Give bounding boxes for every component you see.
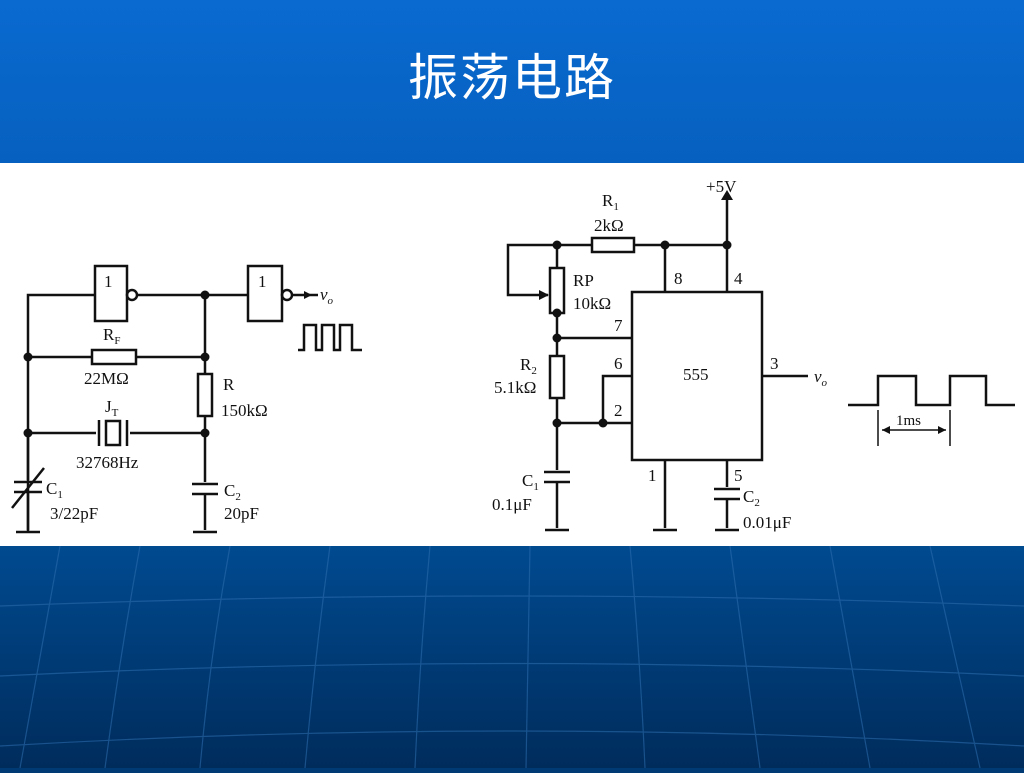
- background-footer: [0, 545, 1024, 769]
- pin-6: 6: [614, 354, 623, 373]
- right-c2-label: C2: [743, 487, 760, 509]
- chip-label: 555: [683, 365, 709, 384]
- resistor-r1: [590, 236, 636, 254]
- pin-4: 4: [734, 269, 743, 288]
- pin-7: 7: [614, 316, 623, 335]
- r2-value: 5.1kΩ: [494, 378, 536, 397]
- circuit-diagrams: 1 1 vo RF 22MΩ JT 32768Hz R 150kΩ C1 3/2…: [11, 177, 1015, 534]
- right-555-circuit: [506, 198, 1015, 532]
- period-label: 1ms: [896, 413, 921, 429]
- right-output-waveform: [848, 374, 1015, 407]
- crystal-jt: [104, 419, 122, 447]
- pin-8: 8: [674, 269, 683, 288]
- potentiometer-rp: [548, 266, 566, 315]
- r1-value: 2kΩ: [594, 216, 624, 235]
- decorative-grid-lines: [0, 545, 1024, 769]
- pin-5: 5: [734, 466, 743, 485]
- supply-label: +5V: [706, 177, 737, 196]
- resistor-r2: [548, 354, 566, 400]
- title-bar: 振荡电路: [0, 0, 1024, 163]
- rp-label: RP: [573, 271, 594, 290]
- c1-label: C1: [46, 479, 63, 501]
- left-output-label: vo: [320, 285, 334, 307]
- r1-label: R1: [602, 191, 619, 213]
- pin-3: 3: [770, 354, 779, 373]
- right-output-label: vo: [814, 367, 828, 389]
- slide-title: 振荡电路: [408, 49, 616, 107]
- right-c1-label: C1: [522, 471, 539, 493]
- pin-1: 1: [648, 466, 657, 485]
- rf-label: RF: [103, 325, 120, 347]
- c2-label: C2: [224, 481, 241, 503]
- right-c1-value: 0.1μF: [492, 495, 532, 514]
- gate1-label: 1: [104, 272, 113, 291]
- r-value: 150kΩ: [221, 401, 268, 420]
- right-c2-value: 0.01μF: [743, 513, 791, 532]
- left-output-waveform: [298, 323, 362, 352]
- rf-value: 22MΩ: [84, 369, 129, 388]
- resistor-r: [196, 372, 214, 418]
- c2-value: 20pF: [224, 504, 259, 523]
- r2-label: R2: [520, 355, 537, 377]
- left-oscillator-circuit: [11, 264, 362, 534]
- crystal-value: 32768Hz: [76, 453, 139, 472]
- circuit-figure: 1 1 vo RF 22MΩ JT 32768Hz R 150kΩ C1 3/2…: [0, 163, 1024, 546]
- crystal-label: JT: [105, 397, 119, 419]
- pin-2: 2: [614, 401, 623, 420]
- rp-value: 10kΩ: [573, 294, 611, 313]
- r-label: R: [223, 375, 235, 394]
- resistor-rf: [90, 348, 138, 366]
- c1-value: 3/22pF: [50, 504, 98, 523]
- gate2-label: 1: [258, 272, 267, 291]
